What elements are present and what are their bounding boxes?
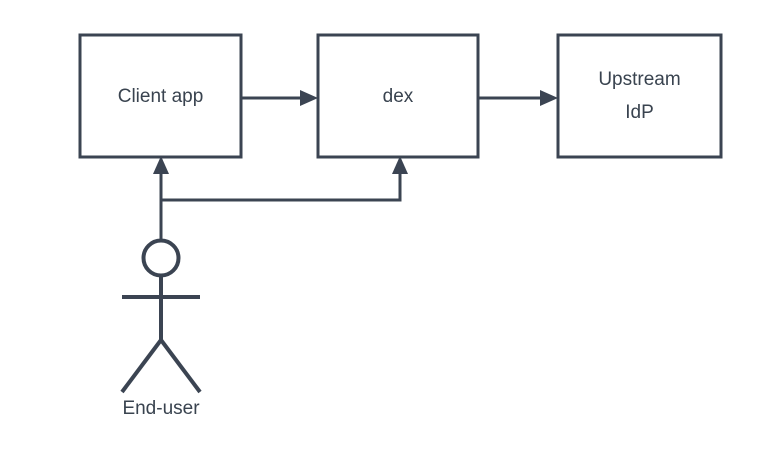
node-label-dex: dex [383,86,414,107]
edge-end-user-to-client-app[interactable] [153,156,169,243]
actor-label-end-user: End-user [122,398,200,419]
actor-left-leg-line [120,338,163,394]
arrow-head-icon-dex-left [300,90,318,106]
node-box-upstream-idp [556,33,723,159]
edge-line-end-user-dex [161,166,402,202]
node-dex[interactable]: dex [316,33,480,159]
arrow-head-icon-dex-bottom [392,156,408,174]
arrow-head-icon-client-app [153,156,169,174]
edge-dex-to-upstream-idp[interactable] [478,90,558,106]
actor-head-icon [141,238,181,278]
node-label-upstream-idp-line1: Upstream [598,69,680,90]
actor-end-user[interactable]: End-user [120,238,202,420]
node-label-upstream-idp-line2: IdP [625,102,654,123]
edge-client-app-to-dex[interactable] [241,90,318,106]
node-box-dex [316,33,480,159]
node-box-client-app [78,33,243,159]
node-label-client-app: Client app [118,86,204,107]
arrow-head-icon-upstream-idp-left [540,90,558,106]
actor-right-leg-line [159,338,202,394]
node-client-app[interactable]: Client app [78,33,243,159]
node-upstream-idp[interactable]: Upstream IdP [556,33,723,159]
edge-end-user-to-dex[interactable] [161,156,408,202]
